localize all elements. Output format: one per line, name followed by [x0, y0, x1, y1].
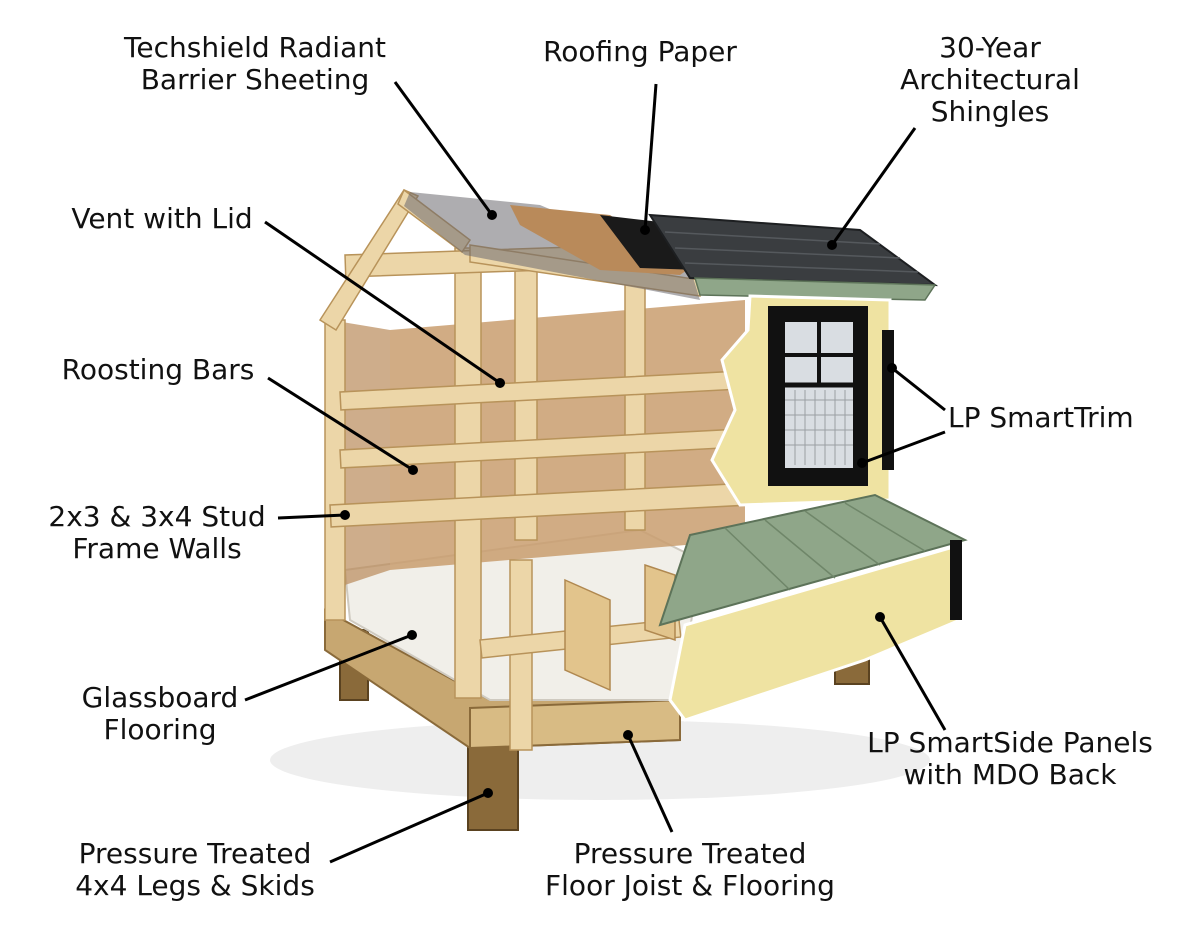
label-shingles-line2: Architectural	[900, 63, 1080, 96]
label-legs-line2: 4x4 Legs & Skids	[75, 869, 315, 902]
label-roofing-paper: Roofing Paper	[520, 36, 760, 68]
leader-roofing-paper	[643, 83, 658, 231]
label-stud-line1: 2x3 & 3x4 Stud	[48, 500, 266, 533]
leader-smartside	[878, 616, 947, 731]
leader-roosting	[267, 376, 414, 472]
shingle-roof	[648, 213, 939, 287]
label-techshield-line2: Barrier Sheeting	[140, 63, 370, 96]
leader-joist	[626, 734, 674, 833]
label-smarttrim-line1: LP SmartTrim	[948, 401, 1134, 434]
label-roofing-paper-line1: Roofing Paper	[543, 35, 737, 68]
leader-glassboard	[244, 633, 413, 702]
window-icon	[768, 306, 868, 486]
leader-stud	[277, 513, 346, 520]
leader-smarttrim-bottom	[861, 430, 946, 465]
label-vent: Vent with Lid	[52, 203, 272, 235]
label-smarttrim: LP SmartTrim	[948, 402, 1168, 434]
label-glassboard-line2: Flooring	[103, 713, 217, 746]
label-stud: 2x3 & 3x4 Stud Frame Walls	[22, 501, 292, 565]
label-glassboard: Glassboard Flooring	[50, 682, 270, 746]
label-smartside: LP SmartSide Panels with MDO Back	[850, 727, 1170, 791]
leader-shingles	[830, 127, 917, 246]
label-joist: Pressure Treated Floor Joist & Flooring	[520, 838, 860, 902]
leader-techshield	[393, 81, 494, 216]
label-stud-line2: Frame Walls	[72, 532, 242, 565]
leader-lines	[244, 81, 947, 864]
label-shingles-line3: Shingles	[930, 95, 1050, 128]
label-smartside-line1: LP SmartSide Panels	[867, 726, 1153, 759]
leader-vent	[264, 220, 501, 385]
label-shingles: 30-Year Architectural Shingles	[870, 32, 1110, 128]
label-roosting: Roosting Bars	[48, 354, 268, 386]
smarttrim-corner	[882, 330, 894, 470]
label-shingles-line1: 30-Year	[939, 31, 1041, 64]
label-techshield-line1: Techshield Radiant	[124, 31, 386, 64]
leader-smarttrim-top	[891, 366, 946, 412]
roofing-paper-layer	[600, 215, 700, 270]
label-roosting-line1: Roosting Bars	[61, 353, 255, 386]
label-glassboard-line1: Glassboard	[81, 681, 239, 714]
leader-legs	[329, 791, 489, 864]
ground-shadow	[270, 720, 930, 800]
label-joist-line2: Floor Joist & Flooring	[545, 869, 835, 902]
label-legs-line1: Pressure Treated	[78, 837, 312, 870]
lid-seams	[724, 502, 926, 591]
shingle-rows	[664, 231, 919, 273]
label-techshield: Techshield Radiant Barrier Sheeting	[110, 32, 400, 96]
leader-dots	[340, 210, 897, 798]
label-vent-line1: Vent with Lid	[71, 202, 253, 235]
nest-box-trim	[950, 540, 962, 620]
roof-fascia	[693, 277, 937, 301]
label-smartside-line2: with MDO Back	[903, 758, 1117, 791]
radiant-barrier-sheeting	[404, 192, 700, 300]
label-legs: Pressure Treated 4x4 Legs & Skids	[50, 838, 340, 902]
label-joist-line1: Pressure Treated	[573, 837, 807, 870]
